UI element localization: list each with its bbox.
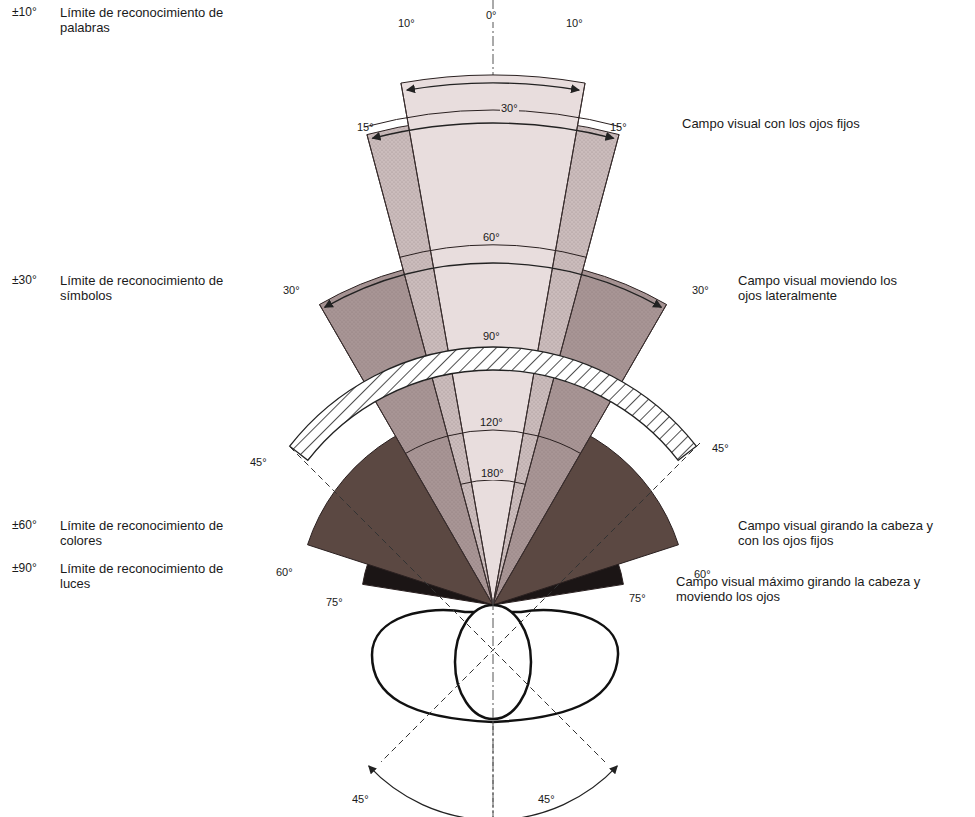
- degree-arc: [365, 110, 621, 127]
- limit-angle: ±60°: [12, 519, 37, 533]
- degree-arc: [400, 245, 586, 257]
- field-label: Campo visual máximo girando la cabeza y …: [676, 575, 961, 605]
- angle-arrow: [325, 263, 662, 307]
- angle-label: 30°: [692, 284, 709, 297]
- limit-angle: ±90°: [12, 562, 37, 576]
- angle-label: 45°: [712, 442, 729, 455]
- field-label: Campo visual con los ojos fijos: [682, 117, 860, 132]
- limit-label: Límite de reconocimiento de palabras: [60, 6, 235, 36]
- angle-label: 75°: [326, 596, 343, 609]
- angle-label: 120°: [479, 416, 504, 429]
- limit-label: Límite de reconocimiento de símbolos: [60, 274, 235, 304]
- angle-label: 60°: [276, 566, 293, 579]
- angle-label: 30°: [283, 284, 300, 297]
- angle-label: 15°: [610, 121, 627, 134]
- limit-label: Límite de reconocimiento de luces: [60, 562, 235, 592]
- angle-label: 15°: [357, 121, 374, 134]
- degree-arc: [461, 480, 526, 484]
- radial-line: [401, 83, 493, 605]
- limit-angle: ±30°: [12, 274, 37, 288]
- angle-label: 0°: [485, 9, 498, 22]
- dashed-45-line: [381, 443, 700, 762]
- hatched-band: [290, 347, 697, 460]
- angle-arrow: [407, 83, 579, 90]
- limit-angle: ±10°: [12, 6, 37, 20]
- radial-line: [493, 83, 585, 605]
- angle-arrow: [372, 123, 613, 138]
- degree-arc: [406, 430, 581, 453]
- angle-label: 45°: [352, 793, 369, 806]
- angle-label: 45°: [250, 456, 267, 469]
- field-wedge: [401, 75, 585, 605]
- center-axis: [493, 600, 494, 817]
- field-label: Campo visual moviendo los ojos lateralme…: [738, 274, 918, 304]
- head-rotation-arrow: [369, 766, 618, 817]
- angle-label: 10°: [398, 17, 415, 30]
- angle-label: 60°: [482, 231, 501, 244]
- angle-label: 75°: [629, 592, 646, 605]
- angle-label: 180°: [480, 467, 505, 480]
- angle-label: 90°: [482, 330, 501, 343]
- limit-label: Límite de reconocimiento de colores: [60, 519, 235, 549]
- field-label: Campo visual girando la cabeza y con los…: [738, 519, 938, 549]
- angle-label: 30°: [500, 102, 519, 115]
- angle-label: 45°: [538, 793, 555, 806]
- dashed-45-line: [290, 447, 605, 762]
- angle-label: 10°: [566, 17, 583, 30]
